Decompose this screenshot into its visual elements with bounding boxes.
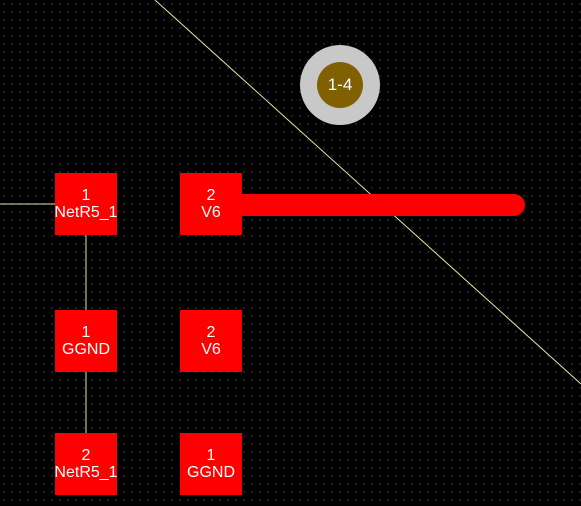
pad-netr5-1-top[interactable]: 1 NetR5_1	[54, 173, 118, 235]
via-label: 1-4	[317, 62, 363, 108]
pad-net-name: GGND	[187, 464, 235, 481]
pad-net-name: GGND	[62, 341, 110, 358]
pad-net-name: NetR5_1	[54, 204, 118, 221]
pad-number: 2	[206, 324, 216, 341]
copper-trace[interactable]	[210, 194, 525, 216]
pad-ggnd-bottom[interactable]: 1 GGND	[180, 433, 242, 495]
pad-net-name: V6	[201, 341, 221, 358]
pad-number: 1	[206, 447, 216, 464]
pad-number: 2	[81, 447, 91, 464]
pad-number: 1	[81, 324, 91, 341]
pad-v6-top[interactable]: 2 V6	[180, 173, 242, 235]
via[interactable]: 1-4	[300, 45, 380, 125]
pad-net-name: NetR5_1	[54, 464, 118, 481]
pad-netr5-1-bottom[interactable]: 2 NetR5_1	[54, 433, 118, 495]
pad-number: 2	[206, 187, 216, 204]
pad-number: 1	[81, 187, 91, 204]
pad-v6-middle[interactable]: 2 V6	[180, 310, 242, 372]
board-outline-diagonal	[154, 0, 581, 385]
pad-net-name: V6	[201, 204, 221, 221]
pad-ggnd-middle[interactable]: 1 GGND	[55, 310, 117, 372]
